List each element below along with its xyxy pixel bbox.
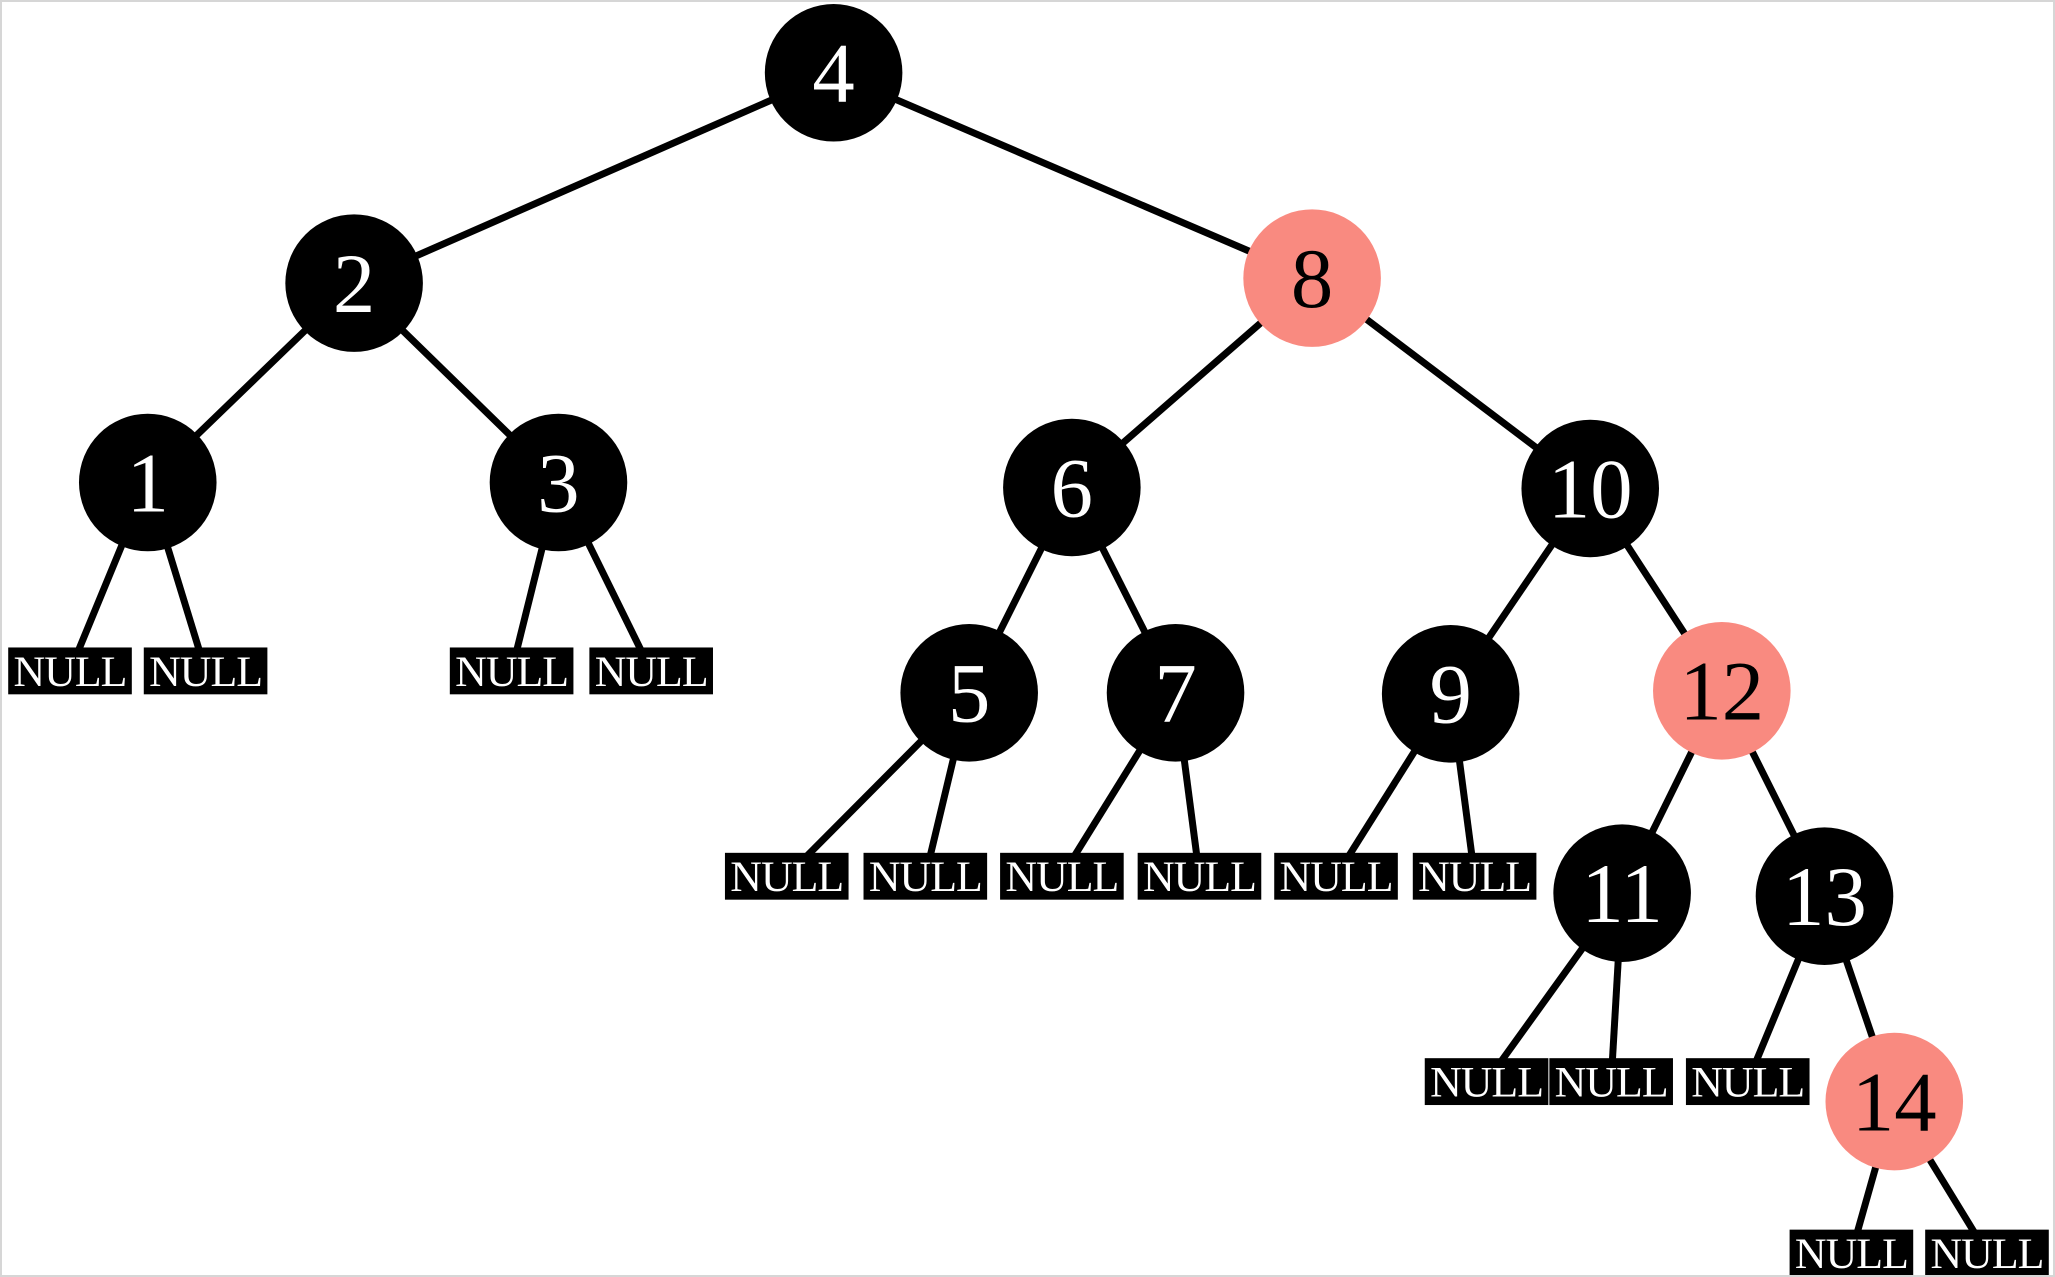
tree-node-14-red [1825, 1032, 1964, 1171]
null-leaf-box-null-5-left [724, 852, 849, 900]
null-leaf-box-null-7-right [1137, 852, 1262, 900]
null-leaf-box-null-9-left [1274, 852, 1398, 900]
tree-node-label-12: 12 [1679, 645, 1764, 739]
tree-node-label-13: 13 [1782, 850, 1867, 944]
tree-node-13-black [1755, 827, 1894, 965]
null-leaf-label-null-3-left: NULL [455, 648, 568, 696]
null-leaf-label-null-14-right: NULL [1931, 1230, 2044, 1275]
null-leaf-box-null-5-right [863, 852, 988, 900]
null-leaf-box-null-9-right [1412, 852, 1537, 900]
tree-node-label-1: 1 [127, 436, 169, 530]
tree-node-1-black [78, 413, 217, 552]
null-leaf-box-null-14-left [1789, 1229, 1914, 1275]
null-leaf-label-null-11-right: NULL [1555, 1059, 1668, 1107]
null-leaf-label-null-13-left: NULL [1691, 1059, 1804, 1107]
null-leaf-label-null-5-left: NULL [730, 853, 843, 901]
tree-node-6-black [1003, 418, 1141, 557]
tree-node-10-black [1521, 419, 1660, 558]
tree-node-label-3: 3 [537, 436, 579, 530]
tree-node-label-2: 2 [333, 237, 375, 331]
tree-node-8-red [1243, 209, 1381, 347]
tree-node-label-7: 7 [1154, 647, 1196, 741]
null-leaf-label-null-7-right: NULL [1143, 853, 1256, 901]
null-leaf-box-null-3-right [589, 647, 713, 695]
null-leaf-box-null-3-left [449, 647, 574, 695]
null-leaf-label-null-1-left: NULL [14, 648, 127, 696]
tree-node-label-5: 5 [948, 647, 990, 741]
tree-node-12-red [1653, 622, 1791, 760]
null-leaf-label-null-9-right: NULL [1418, 853, 1531, 901]
tree-node-label-9: 9 [1429, 648, 1471, 742]
tree-node-4-black [764, 3, 903, 142]
null-leaf-label-null-3-right: NULL [595, 648, 708, 696]
tree-edge-4-2 [352, 69, 836, 287]
null-leaf-box-null-14-right [1925, 1229, 2049, 1275]
tree-edge-4-8 [832, 69, 1314, 282]
null-leaf-label-null-7-left: NULL [1005, 853, 1118, 901]
tree-node-label-6: 6 [1051, 441, 1093, 535]
tree-node-3-black [489, 413, 628, 552]
null-leaf-label-null-5-right: NULL [869, 853, 982, 901]
null-leaf-box-null-1-left [8, 647, 132, 695]
tree-node-2-black [285, 214, 423, 352]
tree-node-label-14: 14 [1852, 1055, 1937, 1149]
tree-node-5-black [900, 624, 1038, 762]
tree-node-7-black [1106, 624, 1245, 762]
null-leaf-label-null-11-left: NULL [1430, 1059, 1543, 1107]
tree-node-label-8: 8 [1291, 232, 1333, 326]
tree-node-label-11: 11 [1581, 847, 1663, 941]
null-leaf-label-null-9-left: NULL [1280, 853, 1393, 901]
null-leaf-box-null-13-left [1685, 1058, 1810, 1106]
null-leaf-box-null-1-right [143, 647, 268, 695]
null-leaf-box-null-7-left [1000, 852, 1124, 900]
null-leaf-box-null-11-right [1549, 1058, 1673, 1106]
tree-node-9-black [1381, 625, 1520, 763]
tree-node-label-4: 4 [812, 27, 854, 121]
null-leaf-box-null-11-left [1424, 1058, 1549, 1106]
tree-node-label-10: 10 [1548, 442, 1633, 536]
tree-node-11-black [1553, 824, 1691, 962]
null-leaf-label-null-14-left: NULL [1795, 1230, 1908, 1275]
null-leaf-label-null-1-right: NULL [149, 648, 262, 696]
